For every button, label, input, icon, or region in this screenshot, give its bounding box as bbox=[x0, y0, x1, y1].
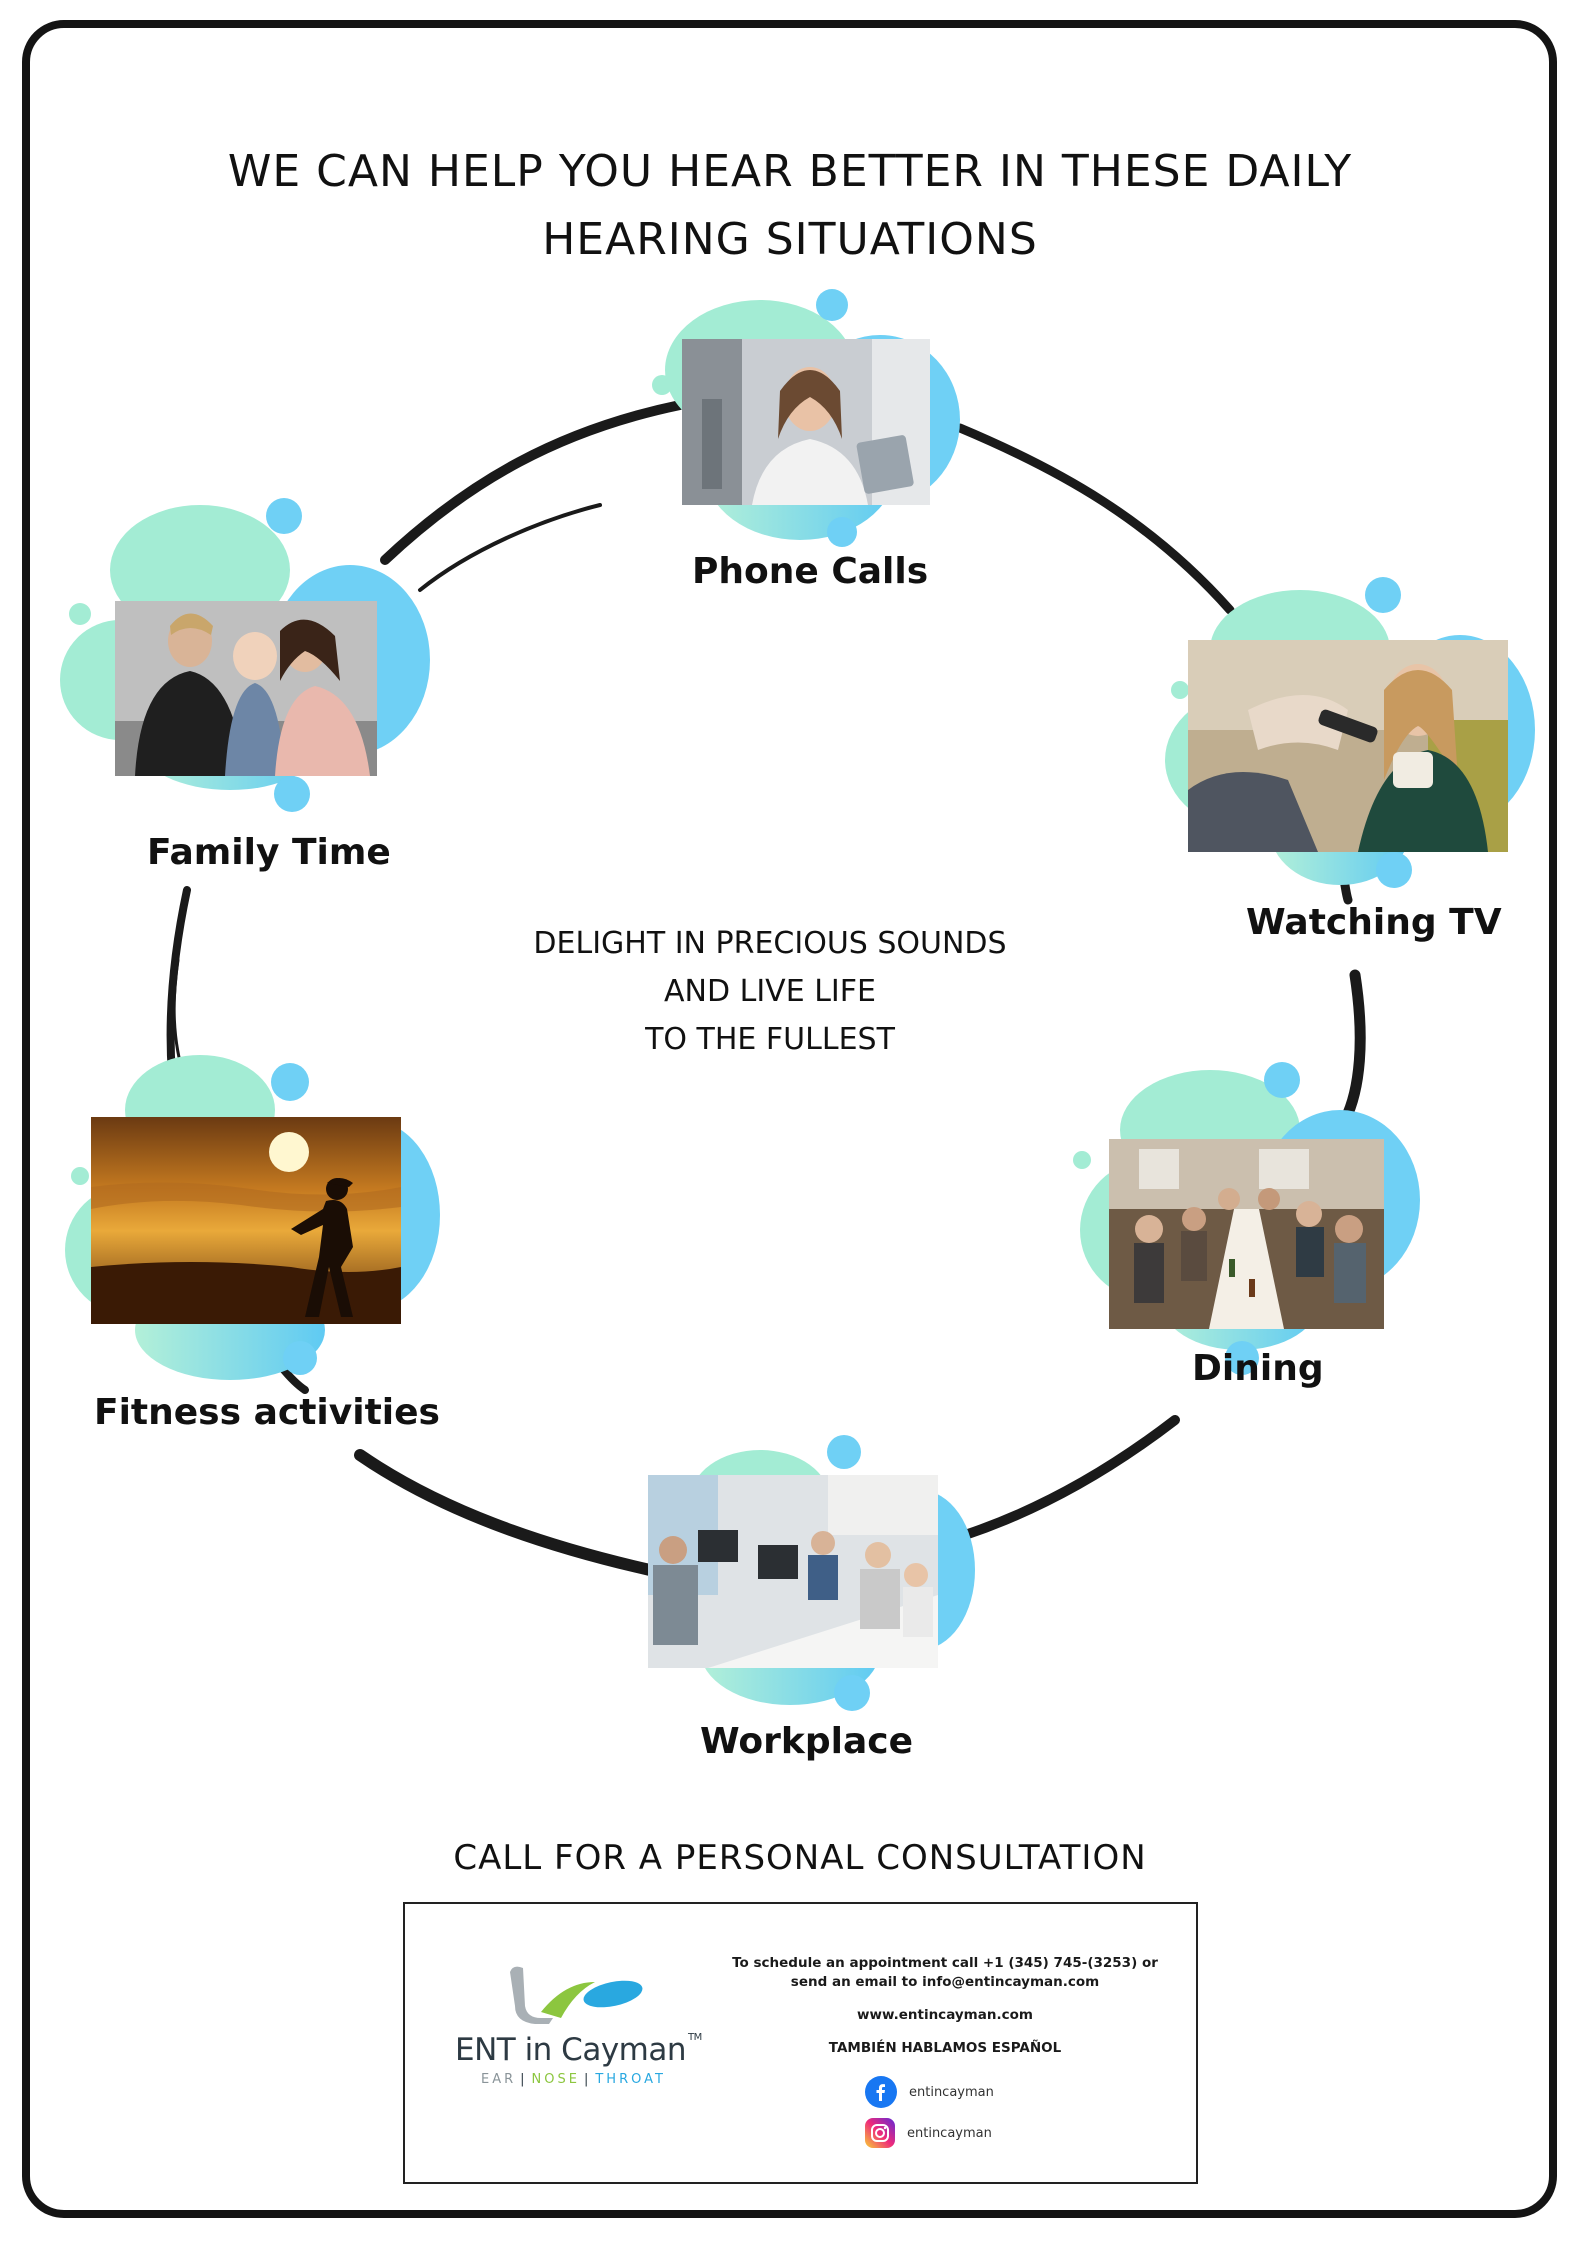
facebook-icon bbox=[865, 2076, 897, 2108]
center-line-3: TO THE FULLEST bbox=[645, 1022, 895, 1057]
logo-tm: TM bbox=[688, 2032, 702, 2043]
website-link[interactable]: www.entincayman.com bbox=[857, 2007, 1033, 2023]
logo-subtitle: EAR|NOSE|THROAT bbox=[481, 2072, 666, 2087]
center-line-1: DELIGHT IN PRECIOUS SOUNDS bbox=[533, 926, 1007, 961]
couple-watching-tv-photo bbox=[1188, 640, 1508, 852]
office-workplace-photo bbox=[648, 1475, 938, 1668]
label-phone-calls: Phone Calls bbox=[692, 551, 929, 592]
runner-sunset-photo bbox=[91, 1117, 401, 1324]
logo-sub-ear: EAR bbox=[481, 2072, 517, 2087]
instagram-icon bbox=[865, 2118, 895, 2148]
schedule-text: To schedule an appointment call +1 (345)… bbox=[732, 1955, 1158, 1990]
page-border bbox=[22, 20, 1557, 2218]
group-dining-photo bbox=[1109, 1139, 1384, 1329]
label-workplace: Workplace bbox=[700, 1721, 914, 1762]
logo-sub-nose: NOSE bbox=[531, 2072, 580, 2087]
center-message: DELIGHT IN PRECIOUS SOUNDS AND LIVE LIFE… bbox=[470, 920, 1070, 1064]
family-with-baby-photo bbox=[115, 601, 377, 776]
logo-sub-throat: THROAT bbox=[595, 2072, 666, 2087]
title-line-1: WE CAN HELP YOU HEAR BETTER IN THESE DAI… bbox=[227, 146, 1353, 197]
title-line-2: HEARING SITUATIONS bbox=[542, 214, 1038, 265]
cta-heading: CALL FOR A PERSONAL CONSULTATION bbox=[453, 1838, 1147, 1878]
center-line-2: AND LIVE LIFE bbox=[664, 974, 876, 1009]
page-title: WE CAN HELP YOU HEAR BETTER IN THESE DAI… bbox=[160, 138, 1420, 274]
label-family-time: Family Time bbox=[147, 832, 391, 873]
logo-name-text: ENT in Cayman bbox=[455, 2032, 687, 2068]
spanish-note: TAMBIÉN HABLAMOS ESPAÑOL bbox=[828, 2040, 1062, 2056]
instagram-handle: entincayman bbox=[907, 2125, 992, 2141]
ent-logo-icon bbox=[510, 1966, 643, 2024]
instagram-link[interactable]: entincayman bbox=[865, 2118, 992, 2148]
label-fitness-activities: Fitness activities bbox=[94, 1392, 440, 1433]
label-watching-tv: Watching TV bbox=[1246, 902, 1502, 943]
woman-on-phone-photo bbox=[682, 339, 930, 505]
facebook-link[interactable]: entincayman bbox=[865, 2076, 994, 2108]
facebook-handle: entincayman bbox=[909, 2084, 994, 2100]
label-dining: Dining bbox=[1192, 1348, 1324, 1389]
